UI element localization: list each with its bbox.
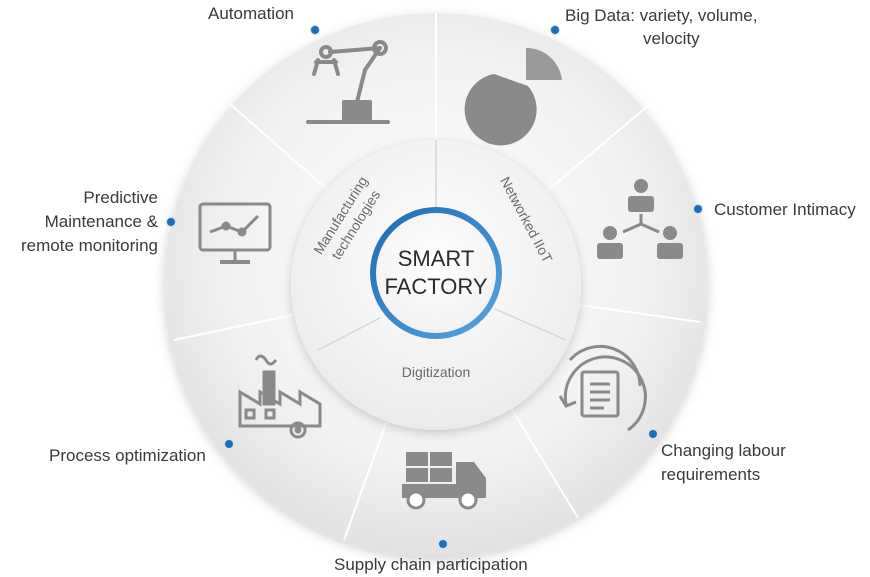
label-predictive-line1: Predictive (83, 188, 158, 207)
label-big-data-line1: Big Data: variety, volume, (565, 6, 758, 25)
org-chart-icon (597, 179, 683, 259)
document-cycle-icon (558, 344, 647, 432)
label-changing-labour-line1: Changing labour (661, 441, 786, 460)
center-title-line2: FACTORY (384, 274, 487, 299)
label-changing-labour-line2: requirements (661, 465, 761, 484)
monitor-chart-icon (198, 202, 272, 264)
factory-gear-icon (238, 354, 322, 439)
center-disc (376, 213, 496, 333)
pie-chart-icon (464, 47, 562, 146)
inner-dividers (317, 140, 567, 351)
ring-label-digitization: Digitization (402, 364, 470, 380)
dot-automation (311, 26, 319, 34)
label-predictive-line2: Maintenance & (44, 212, 158, 231)
dot-customer-intimacy (694, 205, 702, 213)
label-customer-intimacy: Customer Intimacy (714, 200, 856, 219)
dot-big-data (551, 26, 559, 34)
robot-arm-icon (306, 40, 390, 124)
dot-supply-chain (439, 540, 447, 548)
dot-predictive (167, 218, 175, 226)
center-title-line1: SMART (398, 246, 475, 271)
label-automation: Automation (208, 4, 294, 23)
label-supply-chain: Supply chain participation (334, 555, 528, 574)
dot-changing-labour (649, 430, 657, 438)
label-process-optimization: Process optimization (49, 446, 206, 465)
dot-process-optimization (225, 440, 233, 448)
label-predictive-line3: remote monitoring (20, 236, 158, 255)
delivery-truck-icon (402, 452, 486, 510)
label-big-data-line2: velocity (643, 29, 700, 48)
